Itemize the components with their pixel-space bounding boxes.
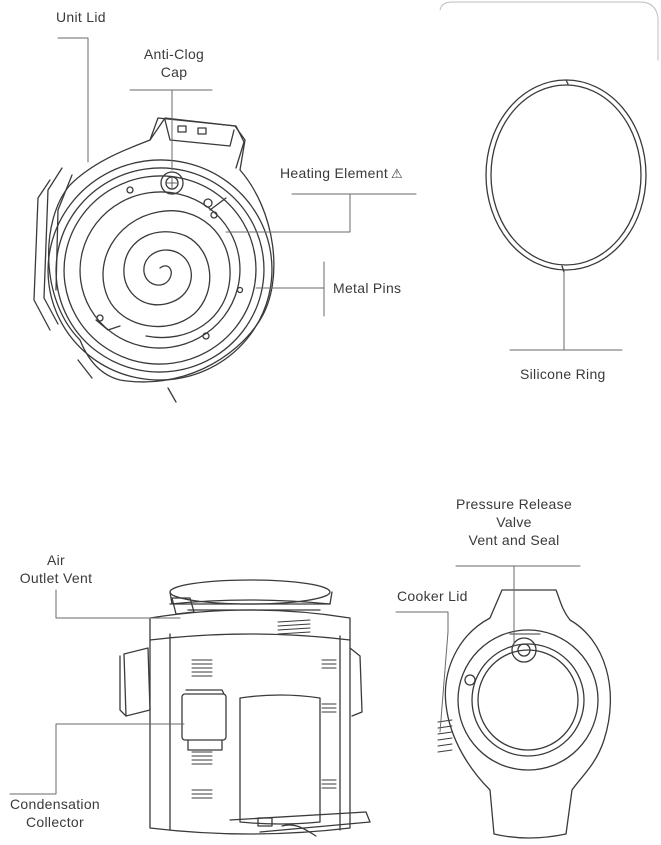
- label-air-outlet-vent-line1: Air: [46, 552, 65, 568]
- label-silicone-ring: Silicone Ring: [520, 366, 606, 382]
- leader-condensation-collector: [9, 723, 185, 795]
- label-pressure-release-valve: Pressure Release Valve Vent and Seal: [444, 495, 584, 549]
- label-anti-clog-cap-line1: Anti-Clog: [143, 46, 205, 62]
- label-air-outlet-vent: Air Outlet Vent: [6, 551, 106, 587]
- cooker-side-view-illustration: [119, 579, 371, 837]
- unit-lid-illustration: [33, 117, 275, 403]
- label-condensation-collector: Condensation Collector: [0, 795, 110, 831]
- leader-unit-lid: [57, 37, 89, 163]
- cooker-lid-top-view-illustration: [437, 589, 611, 839]
- label-heating-element-text: Heating Element: [280, 165, 389, 181]
- label-anti-clog-cap-line2: Cap: [160, 64, 188, 80]
- label-pressure-release-line2: Valve: [496, 514, 532, 530]
- label-unit-lid: Unit Lid: [56, 9, 106, 25]
- label-heating-element: Heating Element⚠: [280, 164, 403, 183]
- label-pressure-release-line3: Vent and Seal: [468, 532, 560, 548]
- frame-corner: [439, 1, 659, 61]
- leader-cooker-lid: [395, 611, 449, 733]
- leader-lines: [9, 37, 623, 795]
- warning-triangle-icon: ⚠: [391, 166, 403, 181]
- label-cooker-lid: Cooker Lid: [397, 588, 468, 604]
- label-condensation-collector-line1: Condensation: [10, 796, 100, 812]
- label-air-outlet-vent-line2: Outlet Vent: [19, 570, 93, 586]
- leader-heating-element: [225, 193, 351, 233]
- label-metal-pins: Metal Pins: [333, 280, 402, 296]
- label-anti-clog-cap: Anti-Clog Cap: [126, 45, 222, 81]
- label-condensation-collector-line2: Collector: [26, 814, 84, 830]
- silicone-ring-illustration: [485, 79, 647, 273]
- label-pressure-release-line1: Pressure Release: [455, 496, 573, 512]
- leader-air-outlet-vent: [55, 589, 181, 619]
